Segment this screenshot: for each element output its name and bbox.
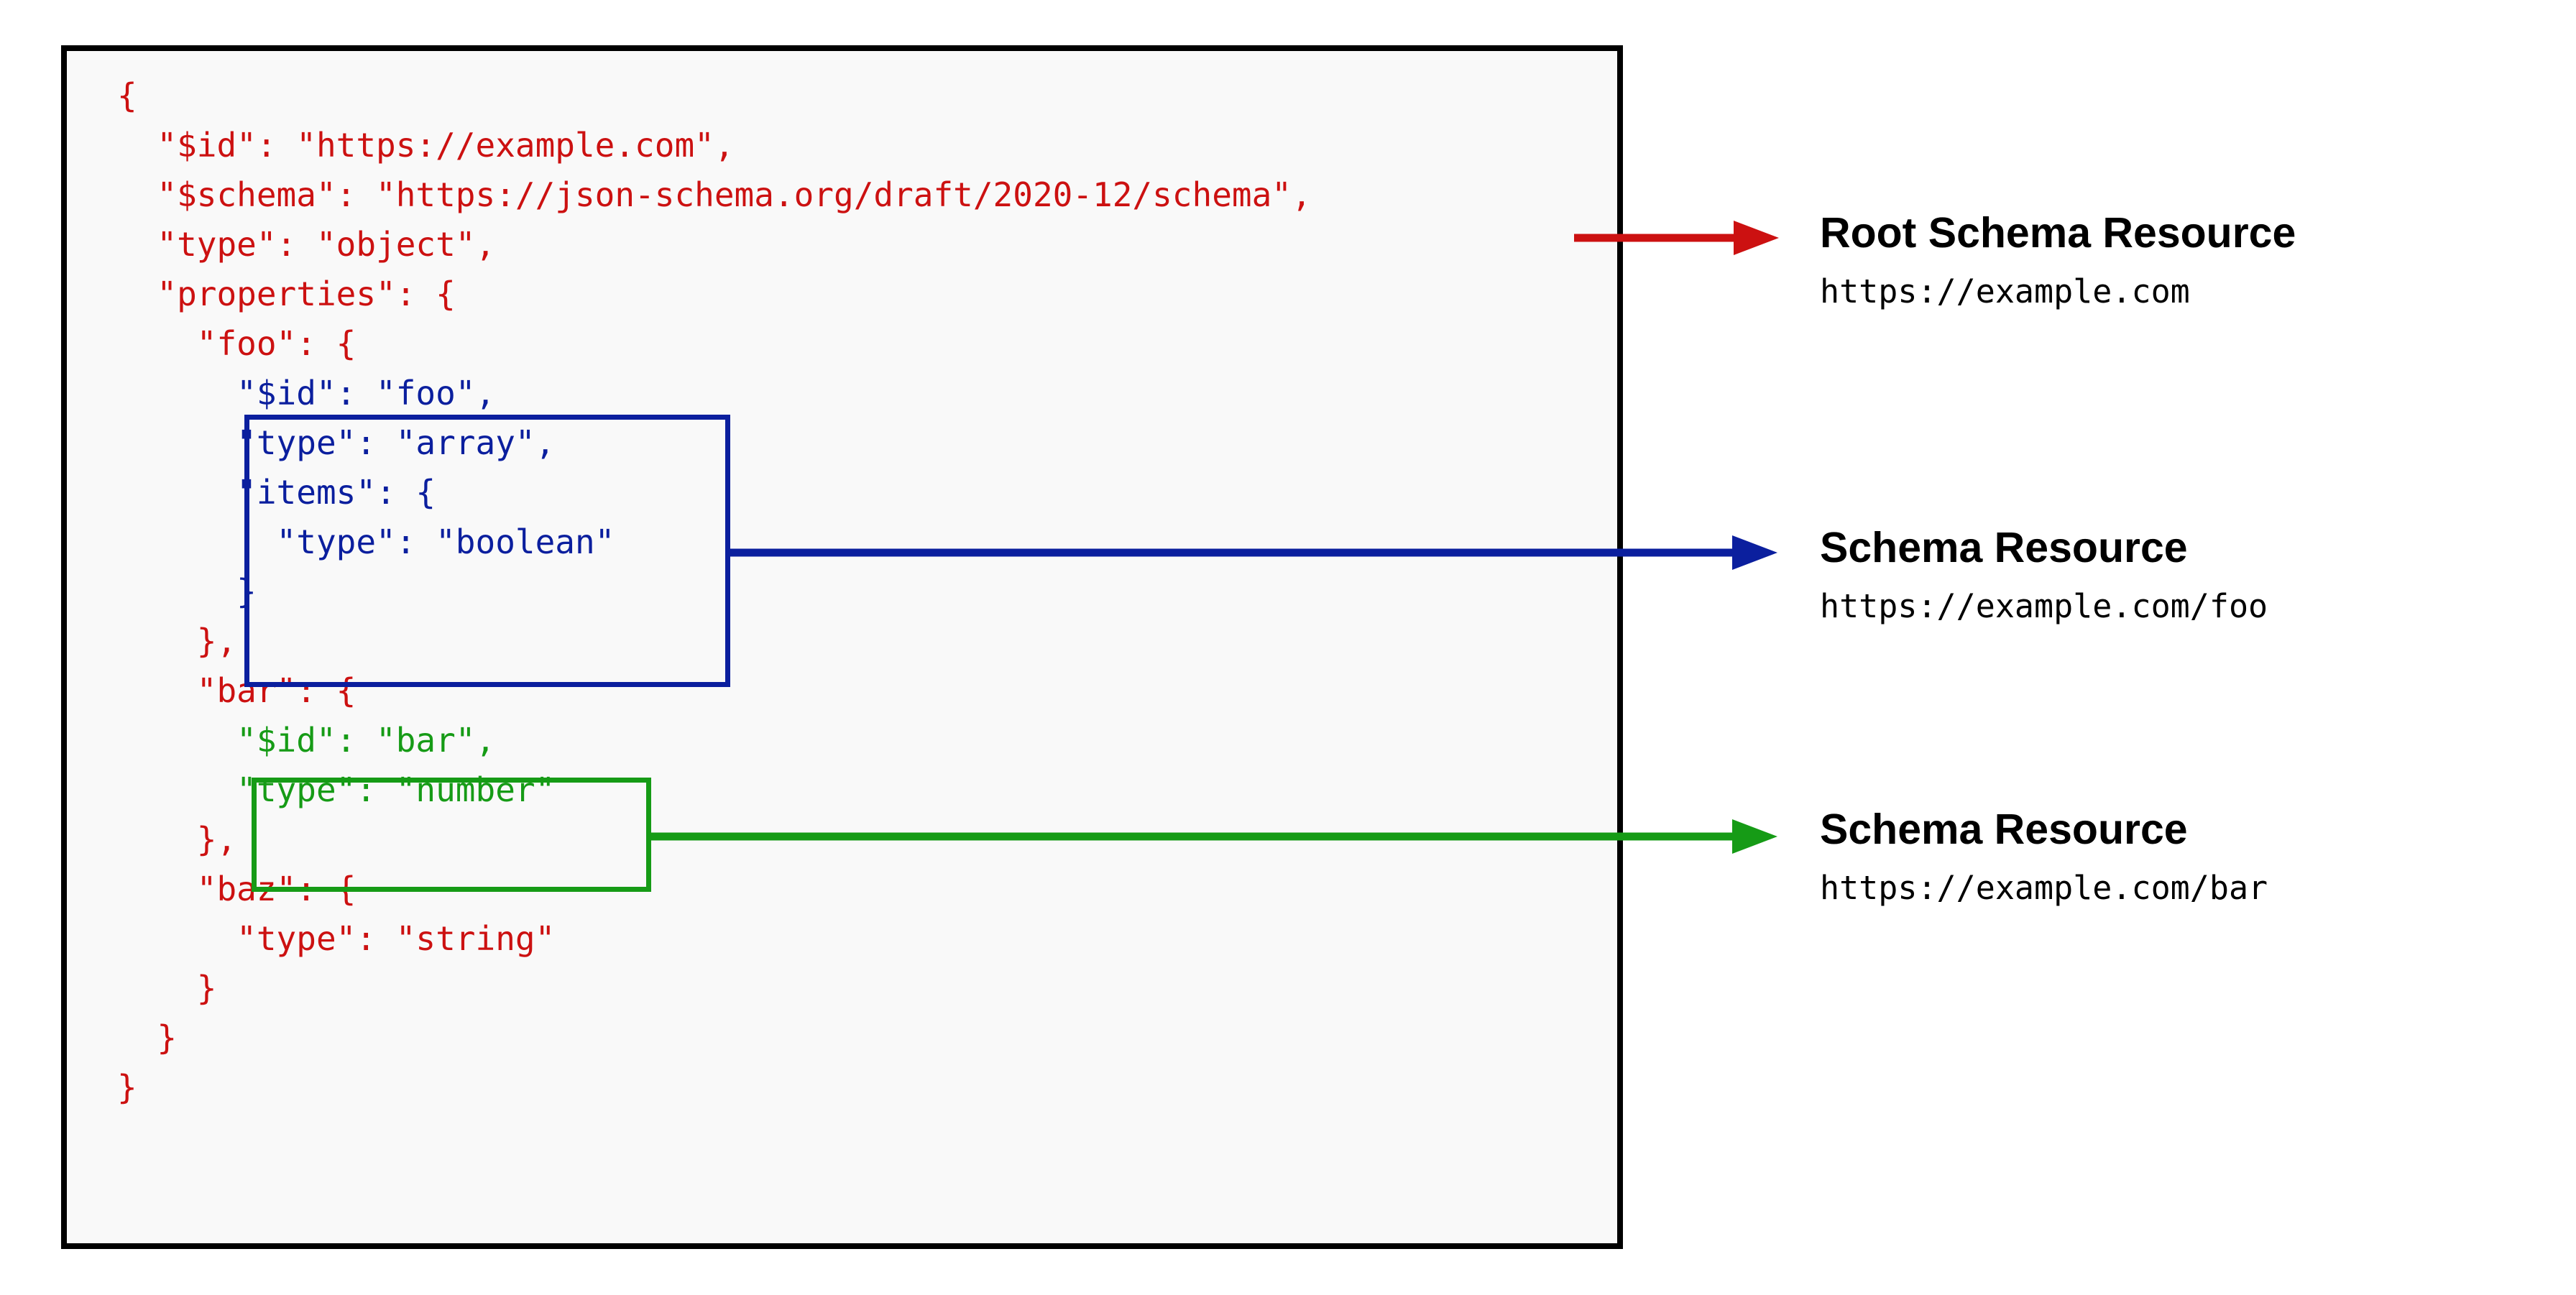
code-line: "type": "string"	[117, 919, 556, 958]
callout-title: Schema Resource	[1820, 806, 2188, 853]
callout-bar-schema-resource: Schema Resource https://example.com/bar	[1820, 806, 2539, 907]
callout-url: https://example.com/foo	[1820, 587, 2268, 625]
code-line: "$id": "foo",	[117, 374, 496, 413]
callout-url: https://example.com	[1820, 272, 2190, 310]
code-line: },	[117, 820, 237, 859]
code-line: }	[117, 1068, 137, 1107]
code-line: "foo": {	[117, 324, 356, 363]
code-line: "type": "object",	[117, 225, 496, 264]
code-line: {	[117, 76, 137, 115]
code-line: "$schema": "https://json-schema.org/draf…	[117, 175, 1312, 214]
callout-url: https://example.com/bar	[1820, 869, 2268, 907]
json-source-code: { "$id": "https://example.com", "$schema…	[117, 71, 1312, 1112]
callout-root-schema-resource: Root Schema Resource https://example.com	[1820, 210, 2539, 310]
code-line: "items": {	[117, 473, 436, 512]
callout-title: Schema Resource	[1820, 524, 2188, 571]
code-line: "$id": "https://example.com",	[117, 126, 735, 165]
code-line: "baz": {	[117, 870, 356, 908]
code-line: }	[117, 1018, 178, 1057]
code-line: "bar": {	[117, 671, 356, 710]
json-code-panel: { "$id": "https://example.com", "$schema…	[61, 45, 1623, 1249]
code-line: "type": "number"	[117, 770, 556, 809]
callout-foo-schema-resource: Schema Resource https://example.com/foo	[1820, 525, 2539, 625]
code-line: "$id": "bar",	[117, 721, 496, 760]
code-line: },	[117, 622, 237, 660]
callout-title: Root Schema Resource	[1820, 209, 2296, 257]
code-line: "properties": {	[117, 275, 456, 313]
code-line: }	[117, 572, 257, 611]
code-line: "type": "boolean"	[117, 522, 615, 561]
code-line: }	[117, 969, 217, 1008]
code-line: "type": "array",	[117, 423, 556, 462]
